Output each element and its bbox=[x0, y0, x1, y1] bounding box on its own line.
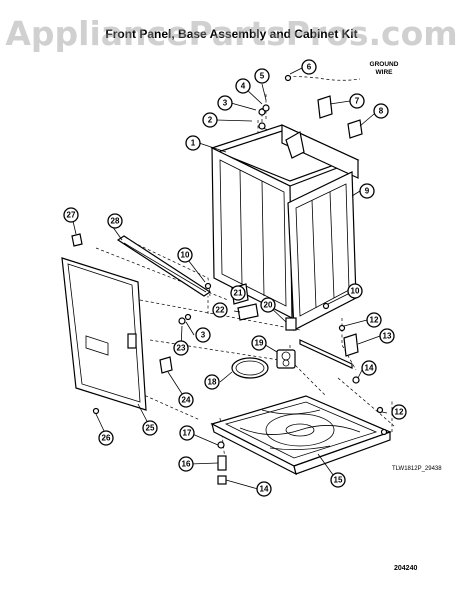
svg-text:15: 15 bbox=[334, 476, 343, 485]
callouts: 1 2 3 4 5 6 7 8 9 10 20 21 22 23 24 25 2… bbox=[63, 59, 407, 497]
svg-text:13: 13 bbox=[383, 332, 392, 341]
svg-text:12: 12 bbox=[370, 316, 379, 325]
svg-text:26: 26 bbox=[102, 434, 111, 443]
diagram-title: Front Panel, Base Assembly and Cabinet K… bbox=[105, 27, 358, 41]
svg-text:23: 23 bbox=[177, 344, 186, 353]
right-side-panel bbox=[287, 171, 357, 331]
callout-6: 6 bbox=[301, 59, 317, 75]
svg-text:6: 6 bbox=[307, 63, 312, 72]
callout-26: 26 bbox=[98, 430, 114, 446]
callout-10a: 10 bbox=[177, 247, 193, 263]
svg-text:16: 16 bbox=[182, 460, 191, 469]
svg-text:3: 3 bbox=[201, 331, 206, 340]
callout-27: 27 bbox=[63, 207, 79, 223]
callout-1: 1 bbox=[185, 135, 201, 151]
svg-text:12: 12 bbox=[395, 408, 404, 417]
cabinet-frame bbox=[210, 124, 360, 319]
callout-2: 2 bbox=[202, 112, 218, 128]
base-assembly bbox=[210, 395, 392, 476]
callout-3b: 3 bbox=[195, 327, 211, 343]
callout-22: 22 bbox=[212, 302, 228, 318]
callout-21: 21 bbox=[230, 285, 246, 301]
front-panel bbox=[61, 257, 147, 411]
svg-text:28: 28 bbox=[111, 217, 120, 226]
svg-text:2: 2 bbox=[208, 116, 213, 125]
svg-text:14: 14 bbox=[260, 485, 269, 494]
callout-14b: 14 bbox=[256, 481, 272, 497]
svg-text:21: 21 bbox=[234, 289, 243, 298]
callout-13: 13 bbox=[379, 328, 395, 344]
callout-10b: 10 bbox=[347, 283, 363, 299]
callout-23: 23 bbox=[173, 340, 189, 356]
callout-3: 3 bbox=[217, 95, 233, 111]
svg-text:5: 5 bbox=[260, 72, 265, 81]
svg-text:27: 27 bbox=[67, 211, 76, 220]
callout-28: 28 bbox=[107, 213, 123, 229]
callout-25: 25 bbox=[142, 420, 158, 436]
top-brace bbox=[116, 235, 212, 297]
svg-text:24: 24 bbox=[182, 396, 191, 405]
svg-text:10: 10 bbox=[181, 251, 190, 260]
svg-text:14: 14 bbox=[365, 364, 374, 373]
callout-9: 9 bbox=[359, 183, 375, 199]
callout-20: 20 bbox=[260, 297, 276, 313]
callout-19: 19 bbox=[251, 335, 267, 351]
svg-text:4: 4 bbox=[241, 82, 246, 91]
brackets bbox=[71, 95, 363, 374]
callout-15: 15 bbox=[330, 472, 346, 488]
svg-text:17: 17 bbox=[183, 429, 192, 438]
svg-text:7: 7 bbox=[355, 97, 360, 106]
callout-12b: 12 bbox=[391, 404, 407, 420]
page-code: 204240 bbox=[394, 565, 418, 572]
callout-4: 4 bbox=[235, 78, 251, 94]
svg-text:10: 10 bbox=[351, 287, 360, 296]
callout-7: 7 bbox=[349, 93, 365, 109]
svg-text:9: 9 bbox=[365, 187, 370, 196]
callout-8: 8 bbox=[373, 103, 389, 119]
svg-text:22: 22 bbox=[216, 306, 225, 315]
callout-14a: 14 bbox=[361, 360, 377, 376]
svg-text:20: 20 bbox=[264, 301, 273, 310]
callout-12a: 12 bbox=[366, 312, 382, 328]
callout-18: 18 bbox=[204, 374, 220, 390]
svg-text:8: 8 bbox=[379, 107, 384, 116]
callout-17: 17 bbox=[179, 425, 195, 441]
ground-wire-label: GROUND WIRE bbox=[369, 61, 399, 76]
svg-text:1: 1 bbox=[191, 139, 196, 148]
callout-24: 24 bbox=[178, 392, 194, 408]
svg-text:19: 19 bbox=[255, 339, 264, 348]
svg-text:3: 3 bbox=[223, 99, 228, 108]
suspension-parts bbox=[231, 349, 296, 379]
callout-16: 16 bbox=[178, 456, 194, 472]
reference-code: TLW1812P_29438 bbox=[392, 466, 442, 472]
callout-5: 5 bbox=[254, 68, 270, 84]
svg-text:18: 18 bbox=[208, 378, 217, 387]
svg-text:25: 25 bbox=[146, 424, 155, 433]
